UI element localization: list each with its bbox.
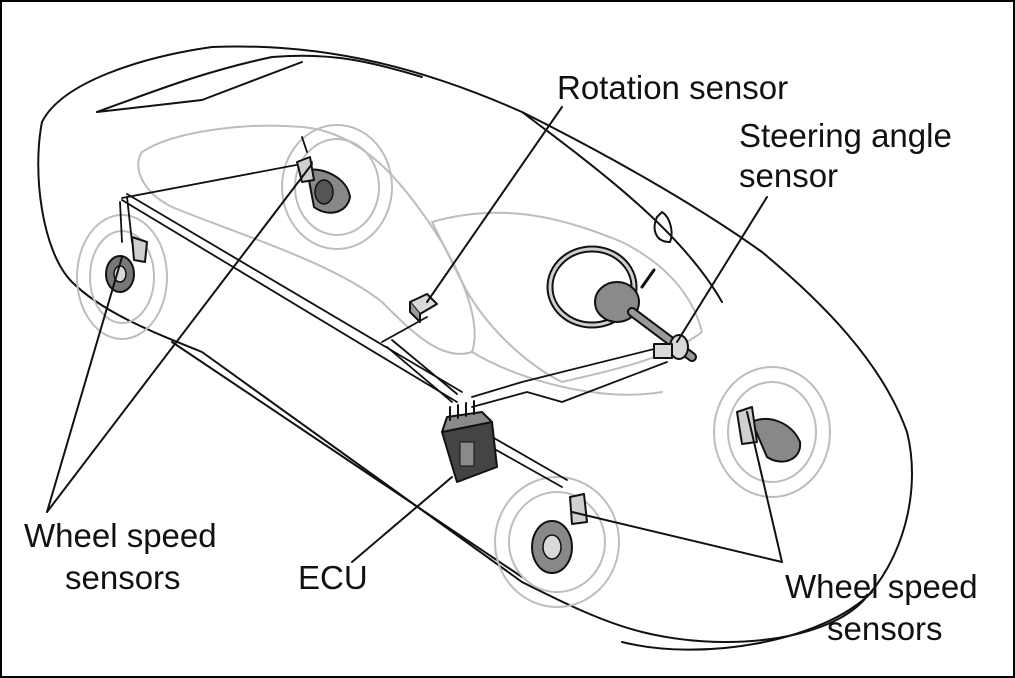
label-wheel-speed-right-line1: Wheel speed [785, 568, 978, 605]
steering-angle-sensor [653, 334, 689, 360]
interior-ghost [137, 124, 476, 355]
lower-sill-line [171, 341, 523, 578]
front-bumper-line [621, 591, 873, 651]
leader-lines [46, 106, 783, 563]
roof-line [96, 54, 423, 113]
wheel-front-right [713, 366, 831, 498]
rear-window-line [96, 61, 303, 113]
side-mirror [653, 211, 673, 243]
hood-line [521, 111, 723, 303]
wheel-sensor-front-right [736, 406, 802, 463]
label-steering-angle-line1: Steering angle [739, 117, 952, 154]
windshield-ghost [431, 211, 703, 383]
wiring-harness [119, 136, 668, 488]
label-ecu: ECU [298, 559, 368, 596]
wheel-sensor-front-left [531, 493, 588, 574]
dash-ghost [471, 351, 663, 396]
car-body-outline [37, 45, 913, 643]
label-rotation-sensor: Rotation sensor [557, 69, 789, 106]
wheel-front-left [494, 476, 620, 608]
ecu-unit [441, 400, 498, 483]
label-steering-angle-line2: sensor [739, 157, 839, 194]
label-wheel-speed-right-line2: sensors [827, 610, 943, 647]
rotation-sensor [409, 293, 438, 323]
wheel-sensor-rear-right [296, 156, 351, 214]
wheel-sensor-rear-left [105, 236, 148, 293]
label-wheel-speed-left-line2: sensors [65, 559, 181, 596]
label-wheel-speed-left-line1: Wheel speed [24, 517, 217, 554]
